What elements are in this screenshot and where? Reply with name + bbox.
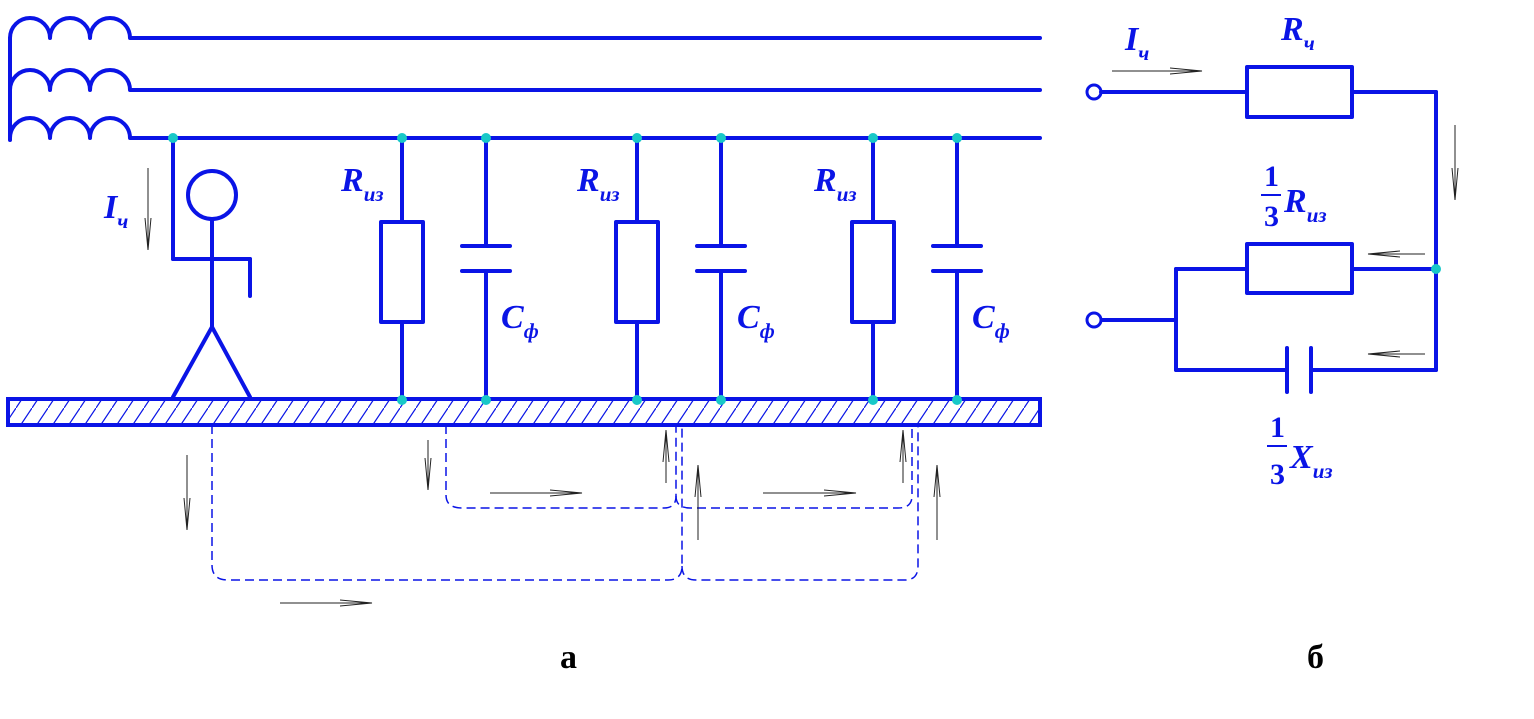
branch-2: [614, 136, 747, 401]
transformer-coils: [8, 16, 1042, 142]
resistor-label-2: Rиз: [576, 162, 620, 206]
insulation-resistor-3: [850, 220, 896, 324]
svg-text:Xиз: Xиз: [1289, 439, 1333, 483]
labels-a: Iч Rиз Rиз Rиз Cф Cф Cф: [103, 162, 1010, 343]
branch-3: [850, 136, 983, 401]
svg-text:1: 1: [1264, 160, 1279, 193]
resistor-label-3: Rиз: [813, 162, 857, 206]
current-arrows-b: [1112, 71, 1455, 354]
terminal-top: [1085, 83, 1103, 101]
insulation-resistor-2: [614, 220, 660, 324]
ground-current-paths: [211, 425, 919, 581]
svg-text:3: 3: [1270, 458, 1285, 491]
insulation-resistor-fraction-label: 1 3 Rиз: [1261, 160, 1327, 233]
branch-1: [379, 136, 512, 401]
capacitor-label-1: Cф: [501, 299, 539, 343]
current-arrows-a: [148, 168, 937, 603]
caption-a: а: [560, 639, 577, 676]
person-figure: [171, 136, 252, 399]
terminal-bottom: [1085, 311, 1103, 329]
labels-b: Iч Rч 1 3 Rиз 1 3 Xиз: [1124, 11, 1333, 491]
insulation-resistor-equivalent: [1245, 242, 1354, 295]
ground-plane: [6, 397, 1042, 427]
equivalent-circuit: [1085, 65, 1441, 394]
svg-text:3: 3: [1264, 200, 1279, 233]
svg-text:Rиз: Rиз: [1283, 183, 1327, 227]
caption-b: б: [1307, 639, 1324, 676]
junction-nodes-a: [168, 133, 962, 405]
current-label-b: Iч: [1124, 21, 1149, 65]
current-label-a: Iч: [103, 189, 128, 233]
capacitor-label-2: Cф: [737, 299, 775, 343]
insulation-resistor-1: [379, 220, 425, 324]
body-resistor: [1245, 65, 1354, 119]
capacitor-label-3: Cф: [972, 299, 1010, 343]
body-resistor-label: Rч: [1280, 11, 1315, 55]
insulation-reactance-fraction-label: 1 3 Xиз: [1267, 411, 1333, 491]
resistor-label-1: Rиз: [340, 162, 384, 206]
svg-text:1: 1: [1270, 411, 1285, 444]
